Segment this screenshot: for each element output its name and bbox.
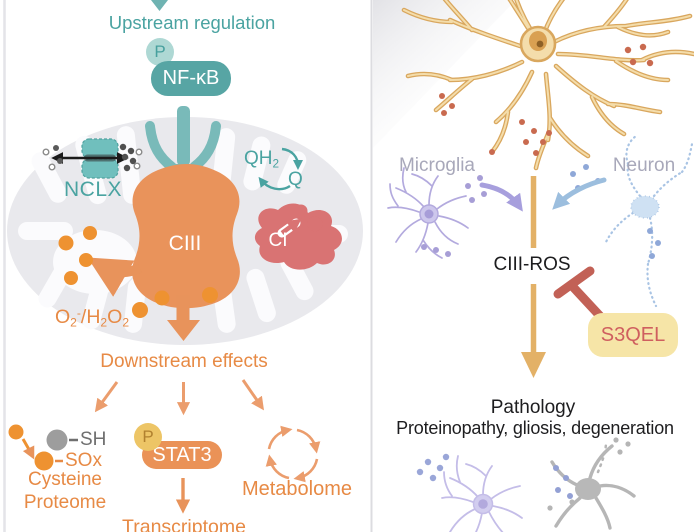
stat3-label: STAT3 [152, 443, 212, 466]
cysteine-label: Cysteine [28, 469, 102, 490]
inhibition-icon [553, 266, 605, 321]
downstream-fan-arrows [94, 379, 265, 416]
nclx-transporter-icon [42, 138, 143, 179]
q-cycle-arrows-icon [258, 147, 304, 191]
ros-label: O2-/H2O2 [55, 306, 130, 330]
downstream-effects-label: Downstream effects [100, 351, 268, 372]
proteome-label: Proteome [23, 492, 107, 513]
q-label: Q [288, 169, 303, 190]
ros-to-pathology-arrow [521, 176, 546, 378]
ciii-ros-label: CIII-ROS [493, 254, 571, 275]
metabolome-label: Metabolome [241, 478, 353, 500]
phospho-badge-letter: P [154, 42, 166, 61]
s3qel-box: S3QEL [588, 313, 678, 357]
qh2-label: QH2 [244, 148, 280, 171]
nfkb-pill: NF-κB [151, 61, 231, 96]
transcriptome-label: Transcriptome [122, 516, 246, 532]
spotlight-wedge [373, 0, 516, 148]
panel-left-border [3, 0, 6, 532]
nfkb-label: NF-κB [162, 67, 220, 89]
neuron-to-ros-arrow [552, 177, 607, 210]
neuron-label: Neuron [612, 155, 676, 176]
sox-label: SOx [65, 450, 102, 471]
microglia-label: Microglia [398, 155, 476, 176]
sh-label: SH [80, 429, 107, 450]
microglia-cell-illustration [387, 167, 487, 259]
pathology-neuron-illustration [547, 437, 636, 530]
ion-dots [42, 143, 143, 172]
ci-complex-shape [254, 203, 342, 270]
top-input-arrow-icon [151, 0, 168, 11]
ciii-complex-shape [132, 164, 240, 309]
stat3-phospho-letter: P [142, 427, 154, 446]
ros-dots [58, 226, 218, 318]
ci-ros-arrow [280, 218, 302, 235]
astrocyte-nucleus [529, 31, 547, 51]
cysteine-oxidation-icon [8, 424, 78, 471]
ciii-label: CIII [168, 232, 202, 255]
astrocyte-illustration [404, 0, 694, 168]
s3qel-label: S3QEL [600, 323, 666, 346]
pathology-subtitle: Proteinopathy, gliosis, degeneration [396, 418, 674, 438]
pathology-microglia-illustration [416, 453, 523, 532]
pathology-title: Pathology [490, 397, 576, 418]
stat3-phospho-badge: P [134, 423, 162, 451]
upstream-regulation-label: Upstream regulation [108, 12, 276, 33]
metabolome-cycle-icon [265, 425, 321, 483]
nclx-label: NCLX [63, 178, 123, 201]
released-ros-dots [439, 43, 654, 156]
microglia-to-ros-arrow [479, 182, 523, 212]
ci-label: CI [268, 230, 288, 251]
ros-output-arrows [87, 257, 200, 341]
